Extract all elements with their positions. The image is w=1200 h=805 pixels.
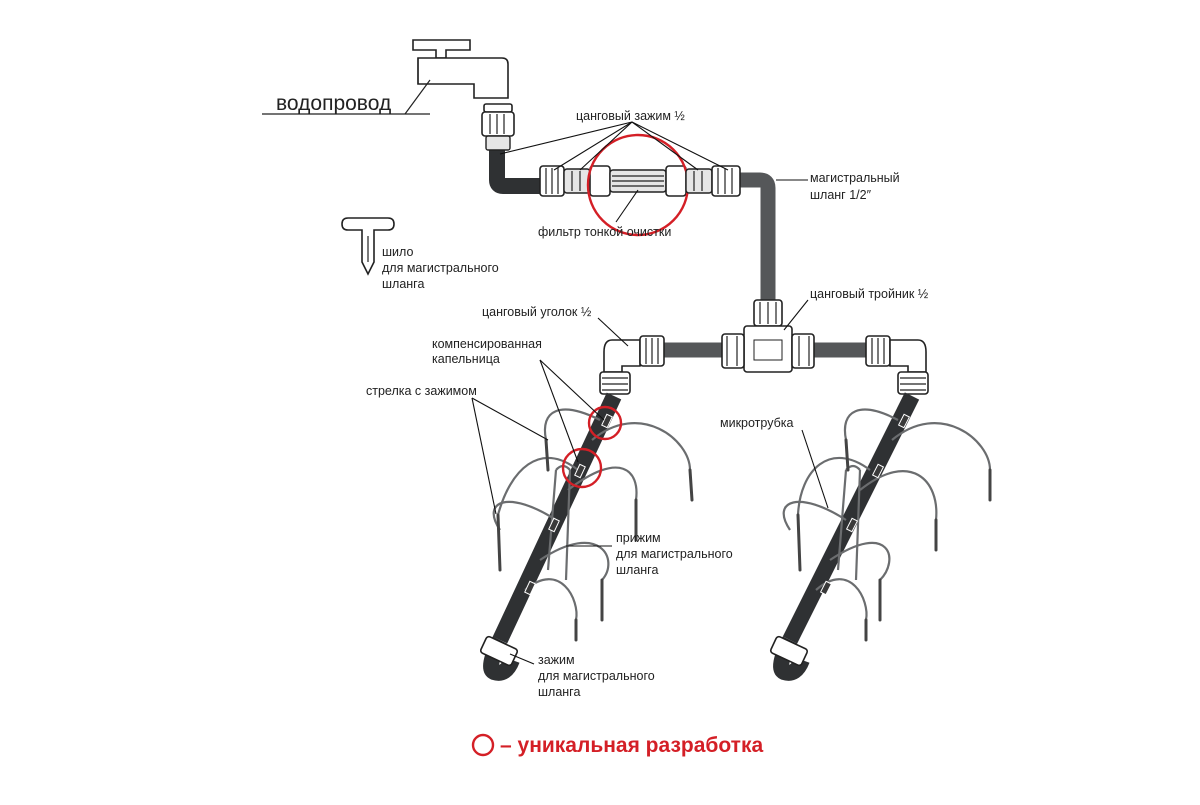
legend-ring-icon: [471, 733, 495, 757]
dripper-label-2: капельница: [432, 352, 500, 366]
main-hose-label: магистральный: [810, 171, 900, 185]
legend: – уникальная разработка: [471, 733, 763, 757]
collet-elbow-left: [599, 335, 665, 395]
awl-label-3: шланга: [382, 277, 424, 291]
right-branch: [769, 392, 992, 681]
awl-label-2: для магистрального: [382, 261, 499, 275]
collet-clamp-faucet: [481, 103, 515, 151]
collet-clamp-label: цанговый зажим ½: [576, 109, 685, 123]
collet-elbow-right: [865, 335, 929, 395]
main-hose-size-label: шланг 1/2″: [810, 188, 872, 202]
dripper-label-1: компенсированная: [432, 337, 542, 351]
collet-clamp-right: [685, 165, 741, 197]
awl-icon: [341, 217, 395, 276]
collet-clamp-left: [539, 165, 591, 197]
fine-filter: [586, 133, 690, 237]
unique-mark-dripper-2: [561, 447, 603, 489]
fine-filter-label: фильтр тонкой очистки: [538, 225, 671, 239]
labels: цанговый зажим ½ магистральный шланг 1/2…: [366, 109, 929, 699]
endclamp-label-3: шланга: [538, 685, 580, 699]
awl-label-1: шило: [382, 245, 413, 259]
holddown-label-2: для магистрального: [616, 547, 733, 561]
collet-tee: [721, 299, 815, 373]
holddown-label-3: шланга: [616, 563, 658, 577]
endclamp-label-1: зажим: [538, 653, 575, 667]
pointer-lines: [471, 121, 829, 665]
arrow-stake-label: стрелка с зажимом: [366, 384, 477, 398]
legend-text: – уникальная разработка: [500, 734, 763, 757]
microtube-label: микротрубка: [720, 416, 794, 430]
water-main-label: водопровод: [276, 92, 391, 115]
collet-tee-label: цанговый тройник ½: [810, 287, 929, 301]
faucet-icon: [412, 39, 509, 99]
main-hose: [489, 150, 866, 358]
holddown-label-1: прижим: [616, 531, 661, 545]
endclamp-label-2: для магистрального: [538, 669, 655, 683]
unique-mark-dripper-1: [587, 405, 623, 441]
collet-elbow-label: цанговый уголок ½: [482, 305, 592, 319]
left-branch: [479, 392, 694, 681]
water-main: водопровод: [262, 79, 431, 115]
